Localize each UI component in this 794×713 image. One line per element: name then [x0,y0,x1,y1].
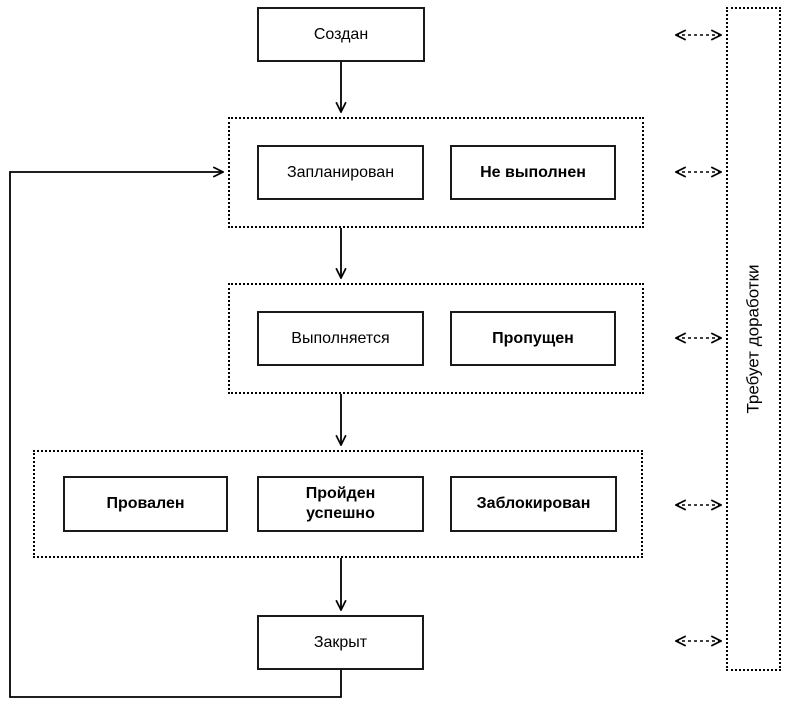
node-blocked-label: Заблокирован [476,495,591,512]
node-not-executed: Не выполнен [450,145,616,200]
node-not-executed-label: Не выполнен [480,163,586,181]
node-passed: Пройден успешно [257,476,424,532]
node-skipped: Пропущен [450,311,616,366]
node-in-progress-label: Выполняется [291,329,390,347]
node-in-progress: Выполняется [257,311,424,366]
rework-panel-label: Требует доработки [743,264,763,414]
node-planned-label: Запланирован [286,163,395,181]
node-passed-label: Пройден успешно [305,485,376,522]
node-failed: Провален [63,476,228,532]
node-failed-label: Провален [106,495,185,512]
group-planned-states [228,117,644,228]
node-closed: Закрыт [257,615,424,670]
node-created-label: Создан [313,25,369,43]
node-blocked: Заблокирован [450,476,617,532]
node-skipped-label: Пропущен [492,329,574,347]
node-planned: Запланирован [257,145,424,200]
group-result-states [33,450,643,558]
rework-panel: Требует доработки [726,7,781,671]
node-closed-label: Закрыт [313,633,368,651]
loop-arrow-closed-to-group1 [9,172,342,698]
group-execution-states [228,283,644,394]
node-created: Создан [257,7,425,62]
